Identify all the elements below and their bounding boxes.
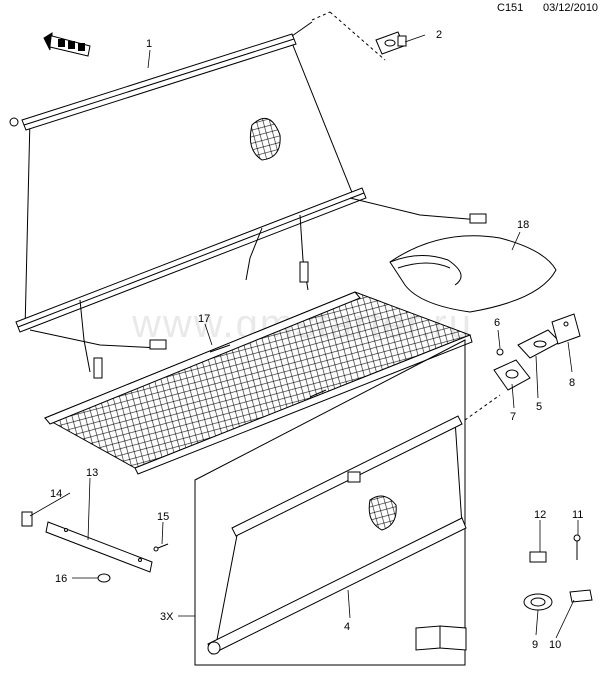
part-6-screw	[496, 348, 504, 356]
leader-lines	[29, 34, 579, 639]
diagram-date: 03/12/2010	[543, 2, 599, 14]
inset-frame	[194, 339, 501, 666]
callout-12: 12	[534, 509, 546, 521]
callout-15: 15	[157, 511, 169, 523]
callout-1: 1	[146, 38, 152, 50]
front-direction-arrow-icon	[43, 32, 91, 57]
part-17-floor-net-panel	[43, 291, 473, 475]
callout-4: 4	[344, 621, 350, 633]
callout-16: 16	[55, 573, 67, 585]
open-book-icon	[415, 625, 467, 651]
callout-5: 5	[536, 401, 542, 413]
part-5-bracket	[517, 329, 561, 359]
part-4-cargo-net	[207, 415, 467, 655]
quantity-3x: 3X	[160, 611, 174, 623]
diagram-code: C151	[497, 2, 524, 14]
callout-13: 13	[86, 467, 98, 479]
part-1-cargo-net	[9, 11, 487, 379]
part-11-screw	[573, 534, 581, 560]
callout-7: 7	[510, 411, 516, 423]
callout-18: 18	[517, 219, 529, 231]
part-18-storage-bag	[389, 235, 557, 313]
part-13-rail-strip	[45, 521, 153, 573]
callout-9: 9	[532, 639, 538, 651]
part-16-clip	[97, 573, 111, 583]
part-2-mount-clip	[375, 31, 407, 55]
callout-2: 2	[436, 29, 442, 41]
part-12-clip	[529, 551, 547, 563]
callout-6: 6	[494, 317, 500, 329]
part-15-screw	[153, 543, 169, 552]
part-10-retainer	[569, 589, 593, 603]
callout-8: 8	[569, 377, 575, 389]
callout-11: 11	[572, 509, 583, 521]
callout-10: 10	[549, 639, 561, 651]
part-9-grommet	[523, 593, 553, 611]
part-8-bracket	[551, 313, 581, 345]
callout-17: 17	[198, 313, 210, 325]
callout-14: 14	[50, 488, 62, 500]
part-7-anchor-plate	[493, 359, 531, 391]
part-14-end-cap	[21, 511, 33, 527]
